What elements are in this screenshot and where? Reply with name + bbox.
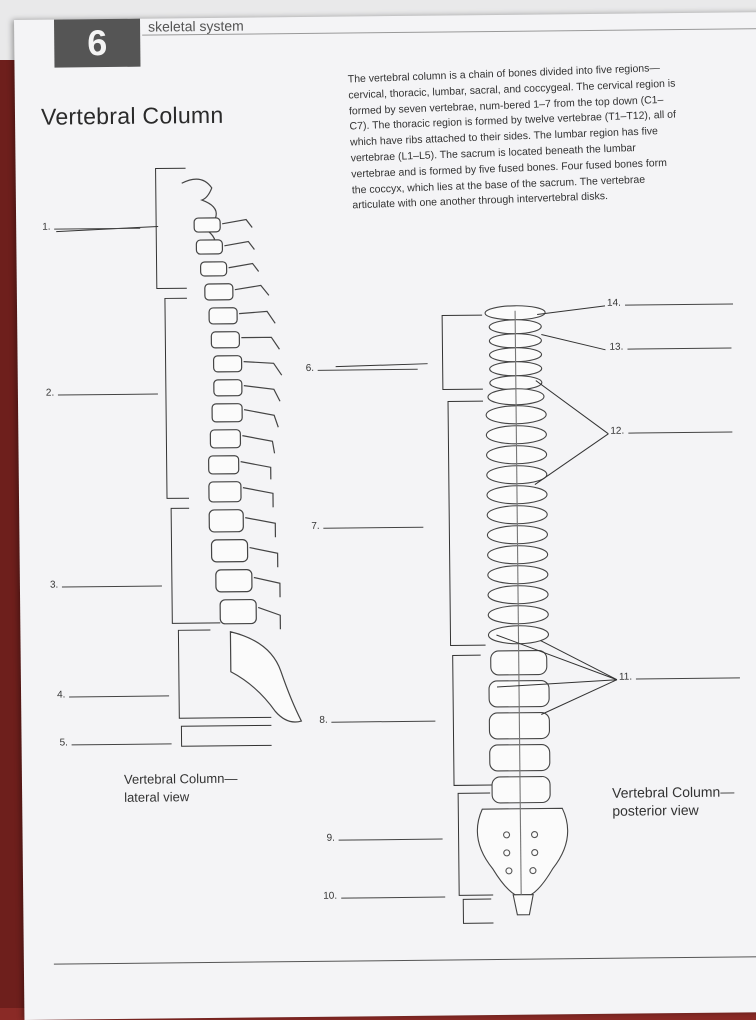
label-3: 3.: [50, 578, 162, 590]
label-10: 10.: [323, 890, 445, 902]
label-12: 12.: [610, 425, 732, 437]
posterior-view-caption: Vertebral Column— posterior view: [612, 783, 735, 820]
posterior-caption-line2: posterior view: [612, 800, 734, 819]
posterior-caption-line1: Vertebral Column—: [612, 783, 734, 802]
label-7: 7.: [311, 520, 423, 532]
posterior-spine-drawing: [472, 305, 569, 915]
label-6: 6.: [306, 362, 418, 374]
lateral-caption-line1: Vertebral Column—: [124, 770, 238, 789]
label-13: 13.: [609, 341, 731, 353]
lateral-caption-line2: lateral view: [124, 788, 238, 807]
label-11: 11.: [619, 670, 740, 682]
label-8: 8.: [319, 714, 435, 726]
label-9: 9.: [327, 832, 443, 844]
lateral-spine-drawing: [182, 178, 302, 723]
label-1: 1.: [42, 221, 140, 233]
label-2: 2.: [46, 387, 158, 399]
lateral-view-caption: Vertebral Column— lateral view: [124, 770, 238, 807]
label-4: 4.: [57, 688, 169, 700]
label-5: 5.: [60, 736, 172, 748]
worksheet-page: 6 skeletal system Vertebral Column The v…: [14, 12, 756, 1020]
label-14: 14.: [607, 296, 733, 308]
